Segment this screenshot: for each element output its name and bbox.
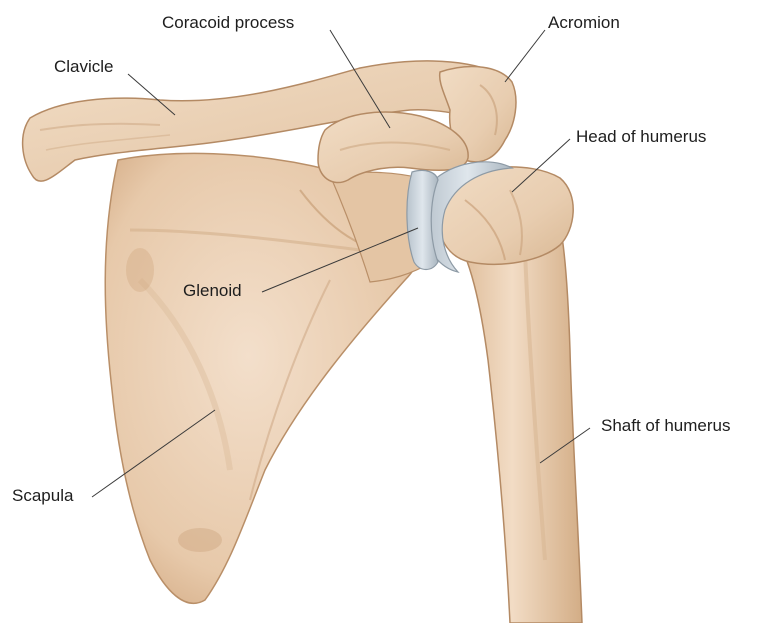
label-glenoid: Glenoid [183, 281, 242, 301]
label-scapula: Scapula [12, 486, 73, 506]
humerus-shaft-bone [455, 225, 582, 623]
label-coracoid-process: Coracoid process [162, 13, 294, 33]
label-shaft-of-humerus: Shaft of humerus [601, 416, 730, 436]
label-head-of-humerus: Head of humerus [576, 127, 706, 147]
label-acromion: Acromion [548, 13, 620, 33]
label-clavicle: Clavicle [54, 57, 114, 77]
leader-acromion [505, 30, 545, 82]
